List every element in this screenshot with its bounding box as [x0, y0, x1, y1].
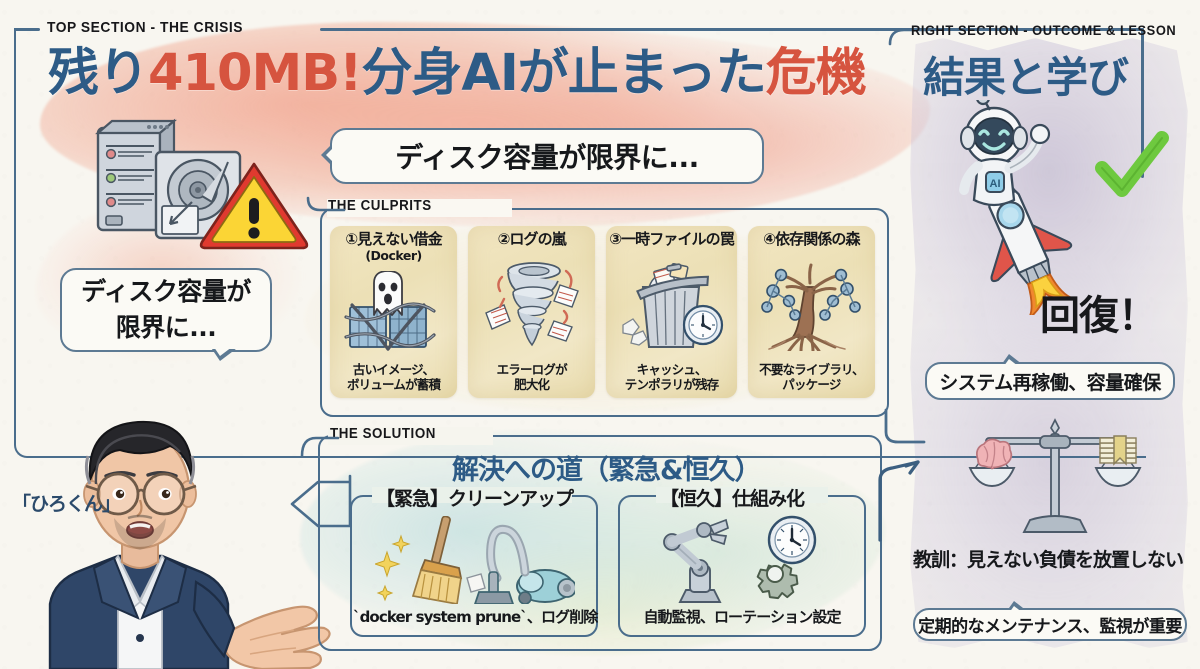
- person-speech-bubble: ディスク容量が 限界に...: [60, 268, 272, 352]
- headline-part4: 危機: [765, 44, 867, 103]
- solution-box-b-label: 【恒久】仕組み化: [660, 488, 805, 510]
- headline-part3: 分身AIが止まった: [361, 44, 766, 103]
- main-speech-bubble: ディスク容量が限界に...: [321, 128, 764, 184]
- right-section-label: RIGHT SECTION - OUTCOME & LESSON: [911, 22, 1177, 38]
- culprit-caption-line2: 肥大化: [514, 377, 550, 392]
- solution-box-b-label-mask: [656, 487, 828, 503]
- culprit-card[interactable]: ③一時ファイルの罠: [606, 226, 737, 398]
- culprit-title: ①見えない借金: [345, 230, 442, 248]
- recovery-label: 回復！: [1040, 293, 1158, 339]
- culprit-caption-line2: テンポラリが残存: [624, 377, 719, 392]
- person-bubble-line2: 限界に...: [115, 313, 217, 342]
- lesson-text: 教訓：見えない負債を放置しない: [913, 549, 1184, 571]
- culprit-caption: 古いイメージ、 ボリュームが蓄積: [346, 362, 441, 394]
- culprit-card[interactable]: ①見えない借金 (Docker): [330, 226, 458, 398]
- culprit-title: ③一時ファイルの罠: [609, 230, 735, 248]
- culprit-card[interactable]: ④依存関係の森: [747, 226, 875, 398]
- culprit-title: ②ログの嵐: [497, 230, 567, 248]
- culprit-caption-line2: パッケージ: [782, 377, 841, 392]
- tree-dependency-graph-icon: [761, 263, 862, 351]
- culprit-art: [333, 263, 454, 362]
- culprit-caption-line1: 不要なライブラリ、: [759, 362, 864, 377]
- crisis-section-frame: [14, 28, 1146, 458]
- solution-box-a-label: 【緊急】クリーンアップ: [376, 488, 574, 510]
- culprit-title: ④依存関係の森: [763, 230, 860, 248]
- page-title: 残り410MB!分身AIが止まった危機: [48, 44, 868, 106]
- maintenance-bubble: 定期的なメンテナンス、監視が重要: [913, 608, 1187, 641]
- crisis-frame-top-left-stub: [14, 28, 40, 31]
- culprit-caption-line1: キャッシュ、: [636, 362, 708, 377]
- culprit-caption-line2: ボリュームが蓄積: [346, 377, 441, 392]
- person-bubble-line1: ディスク容量が: [81, 277, 251, 306]
- culprits-section-label: THE CULPRITS: [328, 198, 432, 214]
- crisis-frame-top-right-rule: [320, 28, 1144, 31]
- system-status-bubble: システム再稼働、容量確保: [925, 362, 1175, 400]
- crisis-frame-right-stub: [1141, 28, 1144, 178]
- culprit-art: [751, 248, 872, 362]
- culprit-art: [471, 248, 592, 362]
- top-section-label: TOP SECTION - THE CRISIS: [47, 19, 244, 36]
- solution-label-mask: [328, 427, 493, 445]
- culprit-caption: エラーログが 肥大化: [496, 362, 568, 394]
- trash-can-clock-icon: [621, 262, 723, 348]
- ghost-chained-container-icon: [343, 270, 436, 351]
- solution-box-a-caption: `docker system prune`、ログ削除: [353, 608, 598, 626]
- solution-section-label: THE SOLUTION: [330, 426, 436, 442]
- solution-box-a-label-mask: [372, 487, 572, 503]
- person-caption: 「ひろくん」: [12, 493, 121, 515]
- solution-title: 解決への道（緊急&恒久）: [452, 455, 762, 486]
- right-section-title: 結果と学び: [923, 53, 1129, 102]
- culprits-label-mask: [327, 199, 512, 217]
- culprit-card[interactable]: ②ログの嵐: [468, 226, 596, 398]
- culprit-caption-line1: 古いイメージ、: [352, 362, 435, 377]
- culprit-art: [609, 248, 734, 362]
- tornado-documents-icon: [484, 262, 579, 347]
- solution-section-frame: [318, 435, 882, 651]
- culprit-caption-line1: エラーログが: [496, 362, 568, 377]
- headline-part1: 残り: [48, 44, 149, 103]
- solution-box-b-caption: 自動監視、ローテーション設定: [643, 608, 841, 626]
- culprit-caption: 不要なライブラリ、 パッケージ: [759, 362, 864, 394]
- culprits-card-list: ①見えない借金 (Docker): [330, 226, 875, 398]
- culprit-subtitle: (Docker): [365, 248, 422, 263]
- culprit-caption: キャッシュ、 テンポラリが残存: [625, 362, 719, 394]
- headline-part2: 410MB!: [148, 44, 362, 103]
- culprits-section-frame: [320, 208, 889, 417]
